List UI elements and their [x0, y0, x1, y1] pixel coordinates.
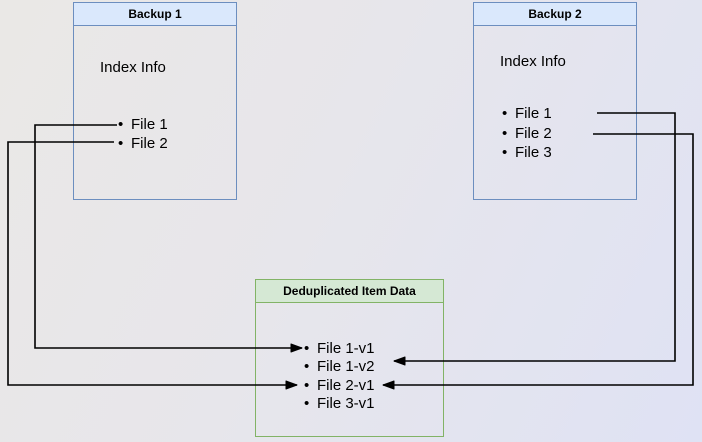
backup2-box: Backup 2: [473, 2, 637, 200]
list-item: File 1-v1: [304, 339, 375, 358]
dedup-header: Deduplicated Item Data: [256, 280, 443, 303]
list-item: File 2-v1: [304, 376, 375, 395]
dedup-file-list: File 1-v1 File 1-v2 File 2-v1 File 3-v1: [304, 339, 375, 413]
list-item: File 1: [502, 104, 552, 124]
list-item: File 3: [502, 143, 552, 163]
dedup-title: Deduplicated Item Data: [283, 284, 416, 298]
list-item: File 2: [118, 134, 168, 153]
backup1-title: Backup 1: [128, 7, 182, 21]
backup2-title: Backup 2: [528, 7, 582, 21]
backup2-index-info-label: Index Info: [500, 53, 566, 70]
list-item: File 1: [118, 115, 168, 134]
backup1-file-list: File 1 File 2: [118, 115, 168, 153]
backup1-box: Backup 1: [73, 2, 237, 200]
list-item: File 1-v2: [304, 358, 375, 377]
list-item: File 3-v1: [304, 395, 375, 414]
backup1-index-info-label: Index Info: [100, 59, 166, 76]
backup1-header: Backup 1: [74, 3, 236, 26]
backup2-header: Backup 2: [474, 3, 636, 26]
list-item: File 2: [502, 124, 552, 144]
backup2-file-list: File 1 File 2 File 3: [502, 104, 552, 163]
